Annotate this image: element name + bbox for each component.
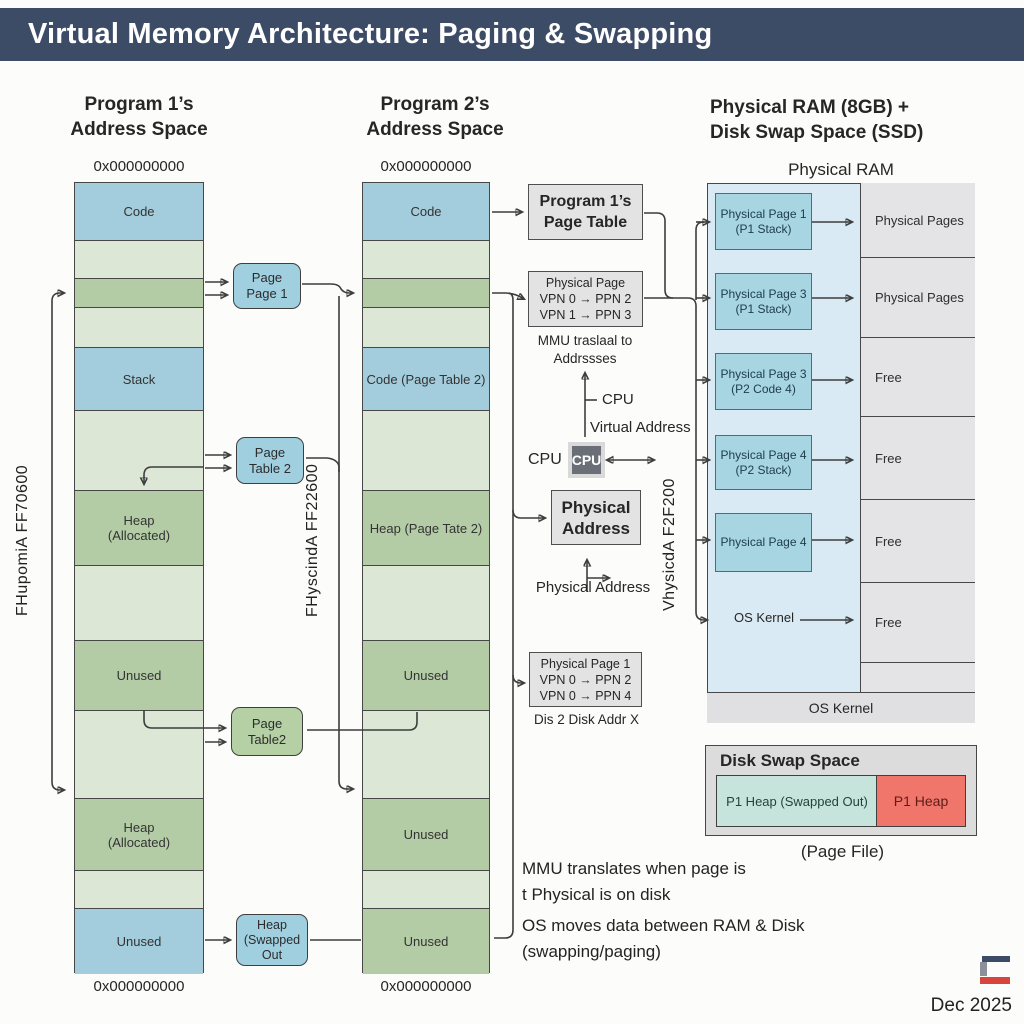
os-kernel-strip: OS Kernel [707, 692, 975, 723]
p1-seg-unused2: Unused [75, 909, 203, 974]
disk-swapped-cell: P1 Heap (Swapped Out) [716, 775, 878, 827]
physical-ram-label: Physical RAM [788, 160, 894, 179]
ram-cell-1: Physical Pages [861, 183, 975, 258]
p2-seg-code: Code [363, 183, 489, 241]
program1-addr-top: 0x000000000 [93, 158, 185, 175]
annotation-mmu-1: MMU translates when page is [522, 859, 746, 878]
footer-date: Dec 2025 [930, 995, 1012, 1016]
p1-seg-2 [75, 279, 203, 308]
cpu-tick-label: CPU [602, 391, 634, 408]
physical-address-label: Physical Address [535, 579, 651, 596]
program2-addr-top: 0x000000000 [380, 158, 472, 175]
logo-navy-bar-icon [982, 956, 1010, 962]
ram-cell-5: Free [861, 500, 975, 583]
p2-seg-2 [363, 279, 489, 308]
ram-cell-6: Free [861, 583, 975, 663]
program1-address-space: Code Stack Heap (Allocated) Unused Heap … [74, 182, 204, 974]
p2-seg-unused2: Unused [363, 799, 489, 871]
title-bar: Virtual Memory Architecture: Paging & Sw… [0, 8, 1024, 61]
logo-red-bar-icon [980, 977, 1010, 984]
logo-gray-bar-icon [980, 962, 987, 976]
cpu-side-label: CPU [528, 451, 562, 468]
disk-p1heap-cell: P1 Heap [876, 775, 966, 827]
annotation-os-2: (swapping/paging) [522, 942, 661, 961]
program2-addr-bottom: 0x000000000 [380, 978, 472, 995]
p1-seg-unused1: Unused [75, 641, 203, 711]
vpn-mapping-bottom-box: Physical Page 1 VPN 0 → PPN 2 VPN 0 → PP… [529, 652, 642, 707]
mmu-translate-note: MMU traslaal to Addrssses [537, 333, 633, 366]
program1-header: Program 1’s Address Space [70, 94, 208, 140]
program2-address-space: Code Code (Page Table 2) Heap (Page Tate… [362, 182, 490, 974]
ram-page-5: Physical Page 4 [715, 513, 812, 572]
ram-side-label: VhysicdA F2F200 [661, 478, 678, 612]
page-file-caption: (Page File) [800, 842, 885, 861]
page-table2-blue-box: Page Table 2 [236, 437, 304, 484]
disk-addr-caption: Dis 2 Disk Addr X [533, 712, 640, 727]
page-page1-box: Page Page 1 [233, 263, 301, 309]
physical-address-box: Physical Address [551, 490, 641, 545]
ram-frame-column: Physical Pages Physical Pages Free Free … [860, 183, 975, 692]
p2-seg-3 [363, 308, 489, 348]
p2-seg-heap-pt2: Heap (Page Tate 2) [363, 491, 489, 566]
p1-seg-heap1: Heap (Allocated) [75, 491, 203, 566]
ram-page-4: Physical Page 4 (P2 Stack) [715, 435, 812, 490]
p1-seg-7 [75, 566, 203, 641]
program1-page-table-box: Program 1’s Page Table [528, 184, 643, 240]
page-title: Virtual Memory Architecture: Paging & Sw… [28, 18, 713, 50]
program2-header: Program 2’s Address Space [366, 94, 504, 140]
ram-cell-3: Free [861, 338, 975, 417]
ram-page-1: Physical Page 1 (P1 Stack) [715, 193, 812, 250]
p2-seg-unused3: Unused [363, 909, 489, 974]
p2-seg-unused1: Unused [363, 641, 489, 711]
page-table2-green-box: Page Table2 [231, 707, 303, 756]
disk-swap-title: Disk Swap Space [720, 751, 860, 770]
cpu-chip: CPU [568, 442, 605, 478]
ram-cell-4: Free [861, 417, 975, 500]
program1-addr-bottom: 0x000000000 [93, 978, 185, 995]
heap-swapped-out-box: Heap (Swapped Out [236, 914, 308, 966]
p2-seg-5 [363, 411, 489, 491]
p1-seg-code: Code [75, 183, 203, 241]
p1-seg-1 [75, 241, 203, 279]
program2-side-label: FHyscindA FF22600 [304, 463, 321, 617]
os-kernel-inline-label: OS Kernel [734, 610, 794, 625]
p2-seg-7 [363, 566, 489, 641]
p1-seg-5 [75, 411, 203, 491]
ram-cell-empty [861, 663, 975, 692]
program1-side-label: FHupomiA FF70600 [14, 464, 31, 616]
annotation-os-1: OS moves data between RAM & Disk [522, 916, 805, 935]
annotation-mmu-2: t Physical is on disk [522, 885, 671, 904]
p1-seg-heap2: Heap (Allocated) [75, 799, 203, 871]
p1-seg-11 [75, 871, 203, 909]
ram-page-3: Physical Page 3 (P2 Code 4) [715, 353, 812, 410]
p1-seg-9 [75, 711, 203, 799]
virtual-address-label: Virtual Address [590, 419, 691, 436]
vpn-mapping-top-box: Physical Page VPN 0 → PPN 2 VPN 1 → PPN … [528, 271, 643, 327]
ram-cell-2: Physical Pages [861, 258, 975, 338]
p1-seg-3 [75, 308, 203, 348]
p2-seg-11 [363, 871, 489, 909]
p1-seg-stack: Stack [75, 348, 203, 411]
p2-seg-1 [363, 241, 489, 279]
p2-seg-9 [363, 711, 489, 799]
ram-header: Physical RAM (8GB) + Disk Swap Space (SS… [710, 97, 924, 143]
p2-seg-code-pt2: Code (Page Table 2) [363, 348, 489, 411]
ram-page-2: Physical Page 3 (P1 Stack) [715, 273, 812, 330]
